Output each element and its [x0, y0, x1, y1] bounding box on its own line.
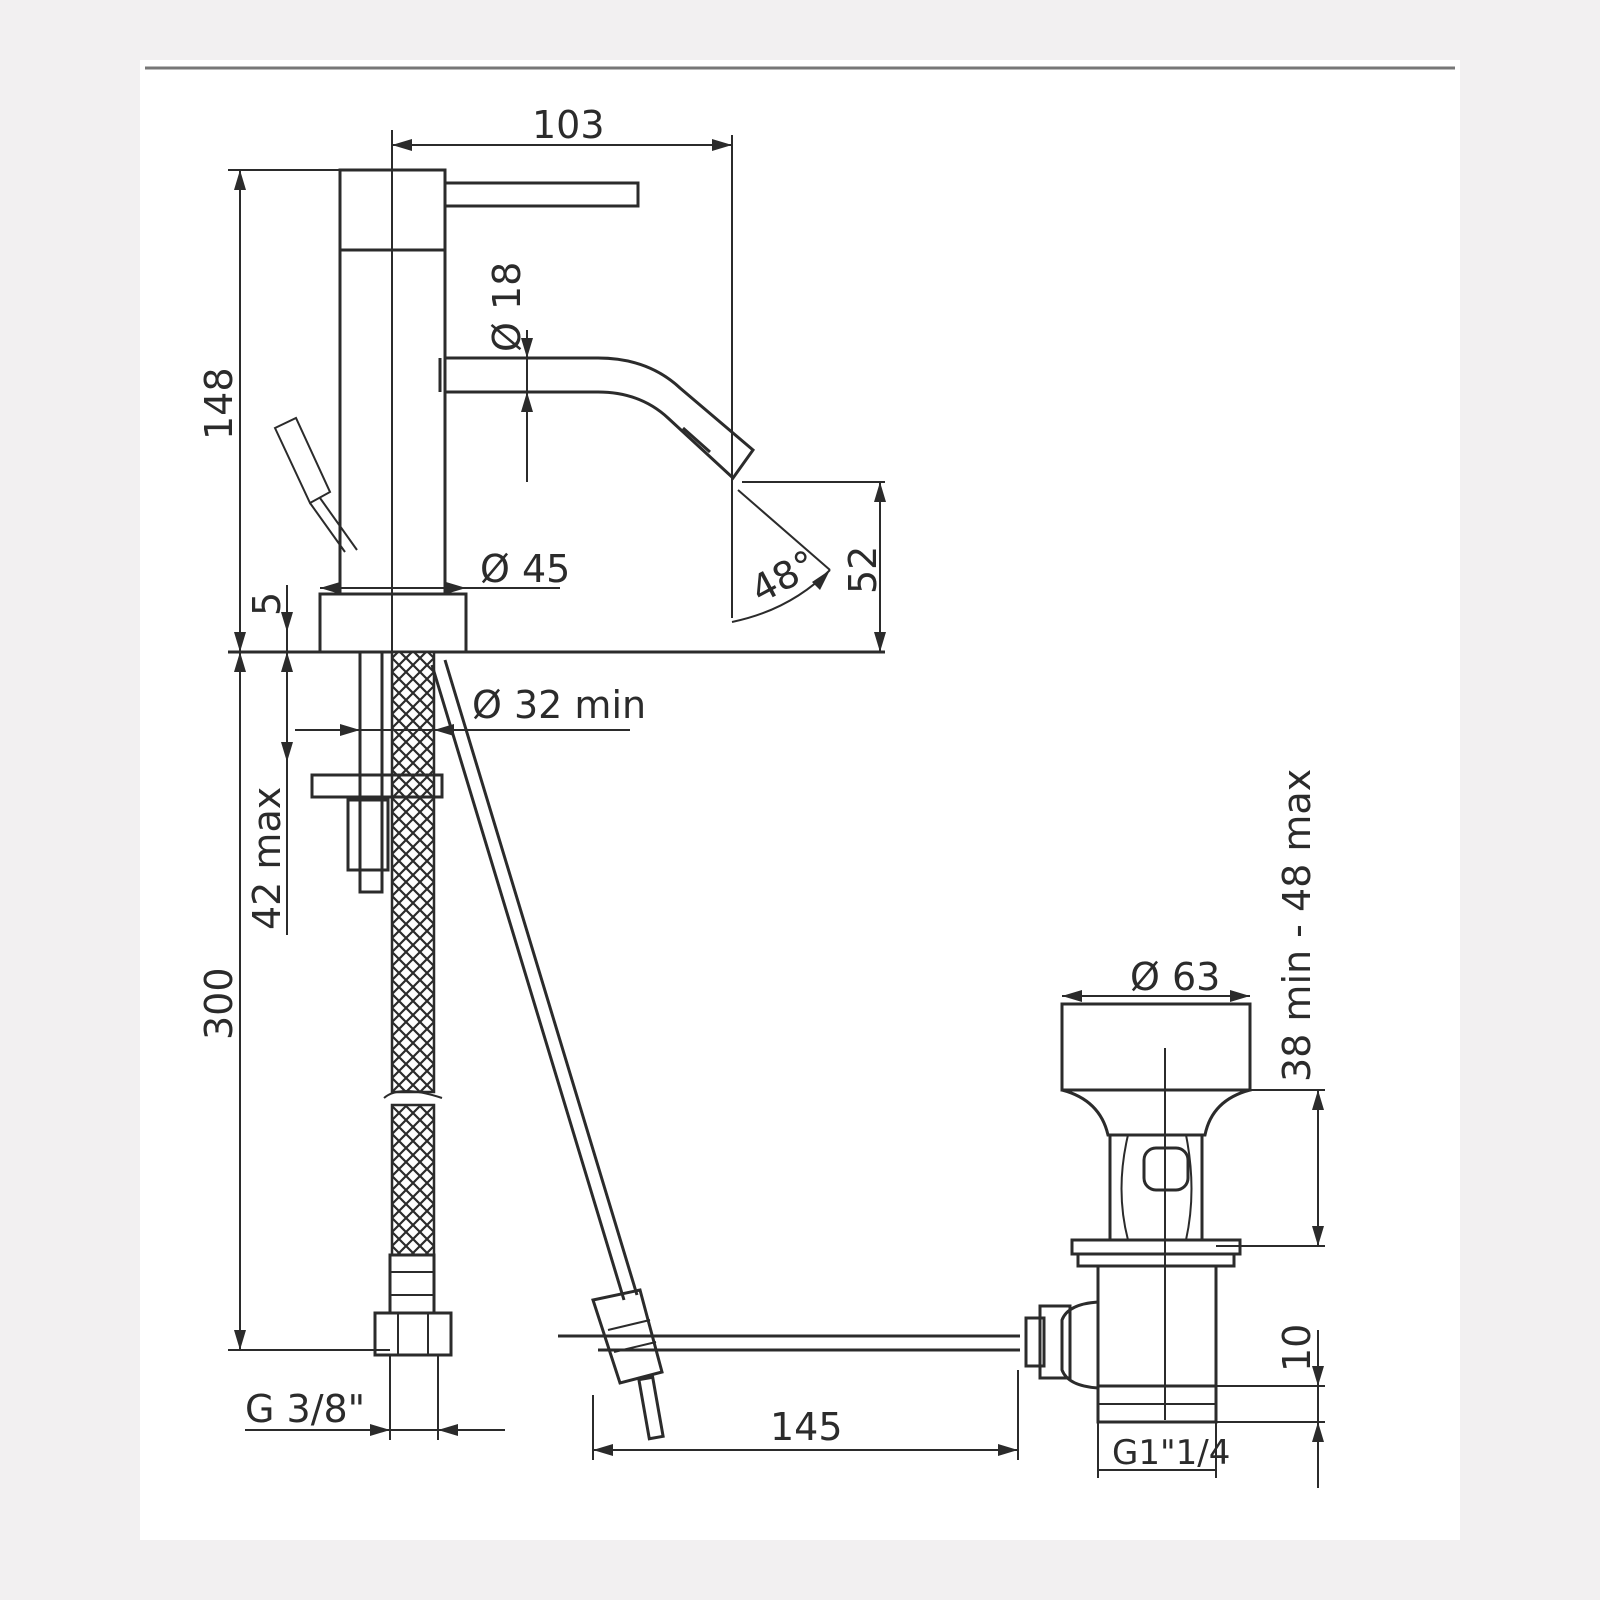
supply-hose	[310, 650, 453, 1440]
dim-base-thickness: 5	[245, 592, 289, 616]
dim-waste-diameter: Ø 63	[1130, 955, 1220, 999]
drawing-sheet	[140, 60, 1460, 1540]
dim-spout-diameter: Ø 18	[485, 262, 529, 352]
pop-up-rod	[430, 659, 1020, 1441]
dim-top-width: 103	[532, 103, 605, 147]
dim-hose-thread: G 3/8"	[245, 1387, 365, 1431]
dim-hose-length: 300	[197, 967, 241, 1040]
dim-spout-height: 52	[841, 546, 885, 594]
dim-base-diameter: Ø 45	[480, 547, 570, 591]
dim-deck-thickness: 42 max	[245, 787, 289, 930]
pop-up-waste	[1024, 1002, 1252, 1424]
dim-hole-diameter: Ø 32 min	[472, 683, 646, 727]
dim-pop-up-rod: 145	[770, 1405, 843, 1449]
dim-waste-range: 38 min - 48 max	[1275, 769, 1319, 1082]
dim-waste-spacing: 10	[1275, 1324, 1319, 1372]
dim-waste-thread: G1"1/4	[1112, 1433, 1230, 1473]
dimension-lines	[228, 135, 1325, 1488]
dim-height: 148	[197, 367, 241, 440]
